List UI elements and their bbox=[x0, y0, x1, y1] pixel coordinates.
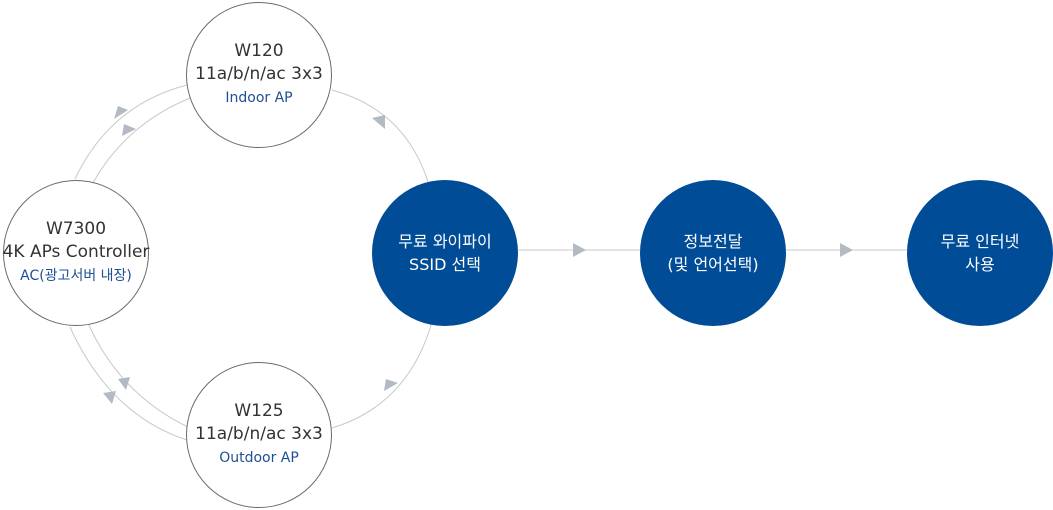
step-free-wifi-ssid: 무료 와이파이 SSID 선택 bbox=[372, 180, 518, 326]
connector-w7300-to-w125-inner bbox=[87, 322, 191, 429]
step3-line1: 무료 인터넷 bbox=[940, 232, 1020, 251]
connector-w7300-to-w120-outer bbox=[74, 84, 188, 180]
step1-line2: SSID 선택 bbox=[409, 255, 481, 274]
arrow-head-icon bbox=[118, 377, 130, 390]
connector-w120-to-step1 bbox=[331, 89, 429, 183]
step1-line1: 무료 와이파이 bbox=[398, 232, 492, 251]
node-w7300-spec: 4K APs Controller bbox=[2, 242, 150, 262]
node-w125-name: W125 bbox=[234, 401, 284, 421]
connector-step1-to-w125 bbox=[331, 321, 433, 429]
node-w7300-name: W7300 bbox=[45, 219, 107, 239]
node-w120-spec: 11a/b/n/ac 3x3 bbox=[195, 64, 323, 84]
step-info-delivery: 정보전달 (및 언어선택) bbox=[640, 180, 786, 326]
arrow-head-icon bbox=[372, 115, 385, 129]
arrow-head-icon bbox=[384, 379, 398, 391]
node-w120-type: Indoor AP bbox=[225, 90, 293, 106]
node-w125-outdoor-ap: W125 11a/b/n/ac 3x3 Outdoor AP bbox=[186, 362, 332, 508]
connector-w7300-to-w120-inner bbox=[92, 97, 191, 184]
arrow-head-icon bbox=[840, 243, 853, 257]
connector-w7300-to-w125-outer bbox=[69, 326, 188, 441]
node-w7300-controller: W7300 4K APs Controller AC(광고서버 내장) bbox=[3, 180, 149, 326]
node-w7300-type: AC(광고서버 내장) bbox=[20, 268, 132, 284]
step3-line2: 사용 bbox=[965, 255, 995, 274]
node-w125-spec: 11a/b/n/ac 3x3 bbox=[195, 424, 323, 444]
node-w125-type: Outdoor AP bbox=[219, 450, 299, 466]
arrow-head-icon bbox=[114, 106, 128, 119]
arrow-head-icon bbox=[122, 124, 136, 136]
step2-line1: 정보전달 bbox=[683, 232, 743, 251]
arrow-head-icon bbox=[573, 243, 586, 257]
arrow-head-icon bbox=[103, 391, 116, 404]
step-free-internet: 무료 인터넷 사용 bbox=[907, 180, 1053, 326]
step2-line2: (및 언어선택) bbox=[667, 255, 759, 274]
node-w120-indoor-ap: W120 11a/b/n/ac 3x3 Indoor AP bbox=[186, 2, 332, 148]
node-w120-name: W120 bbox=[234, 41, 284, 61]
